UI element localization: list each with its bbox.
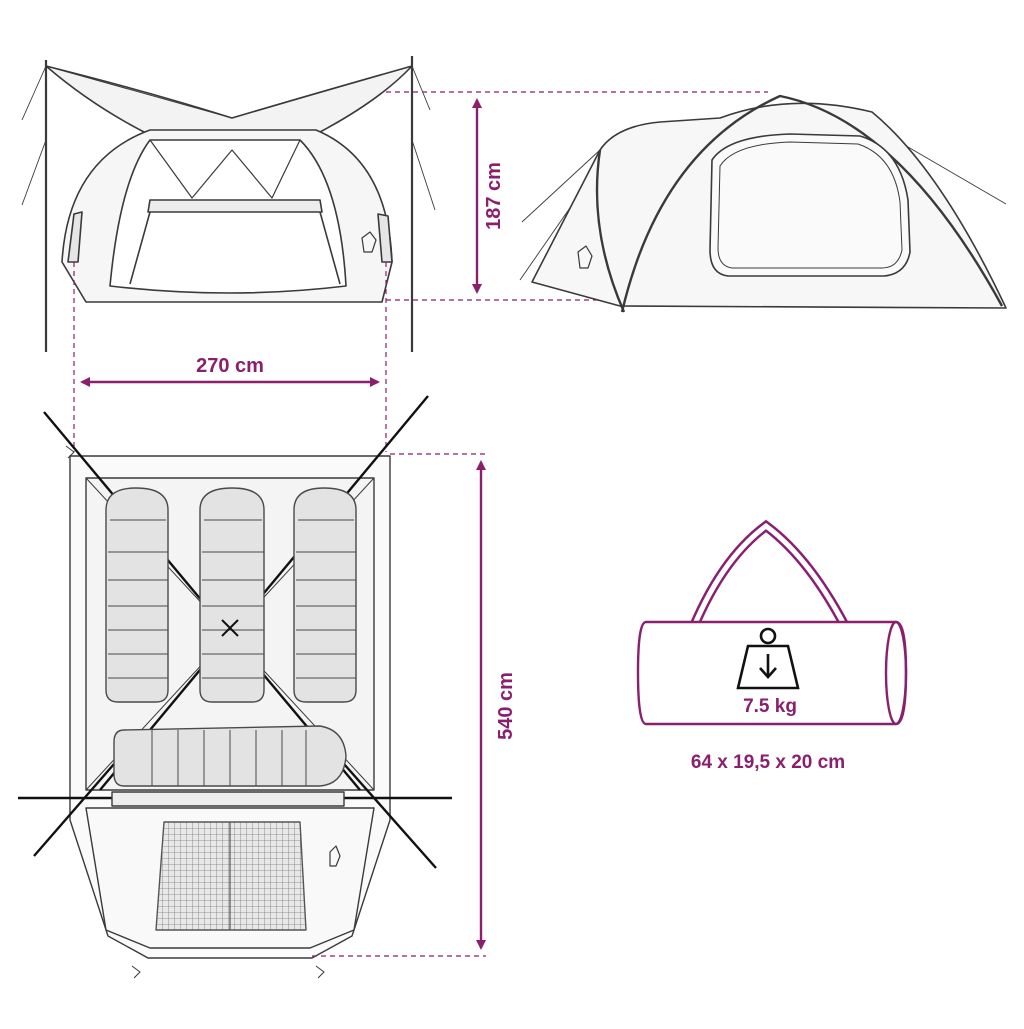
floor-mat: [155, 821, 307, 931]
width-dimension: 270 cm: [73, 262, 387, 452]
sleeping-bag-3: [293, 487, 357, 703]
brand-logo-icon-top: [329, 845, 341, 867]
bag-size: 64 x 19,5 x 20 cm: [691, 752, 845, 773]
sleeping-bag-4: [113, 725, 347, 787]
brand-logo-icon: [361, 231, 377, 253]
front-view: [21, 56, 436, 352]
weight-icon: [736, 627, 800, 690]
bag-weight: 7.5 kg: [743, 696, 797, 717]
height-label: 187 cm: [483, 162, 505, 230]
side-view: [519, 94, 1007, 313]
sleeping-bag-1: [105, 487, 169, 703]
width-label: 270 cm: [196, 355, 264, 377]
sleeping-bag-2: [199, 487, 265, 703]
carry-bag: 7.5 kg: [636, 519, 908, 726]
height-dimension: 187 cm: [386, 91, 768, 301]
top-view: [18, 395, 452, 979]
length-dimension: 540 cm: [312, 453, 517, 957]
length-label: 540 cm: [495, 672, 517, 740]
brand-logo-icon-side: [577, 245, 593, 269]
